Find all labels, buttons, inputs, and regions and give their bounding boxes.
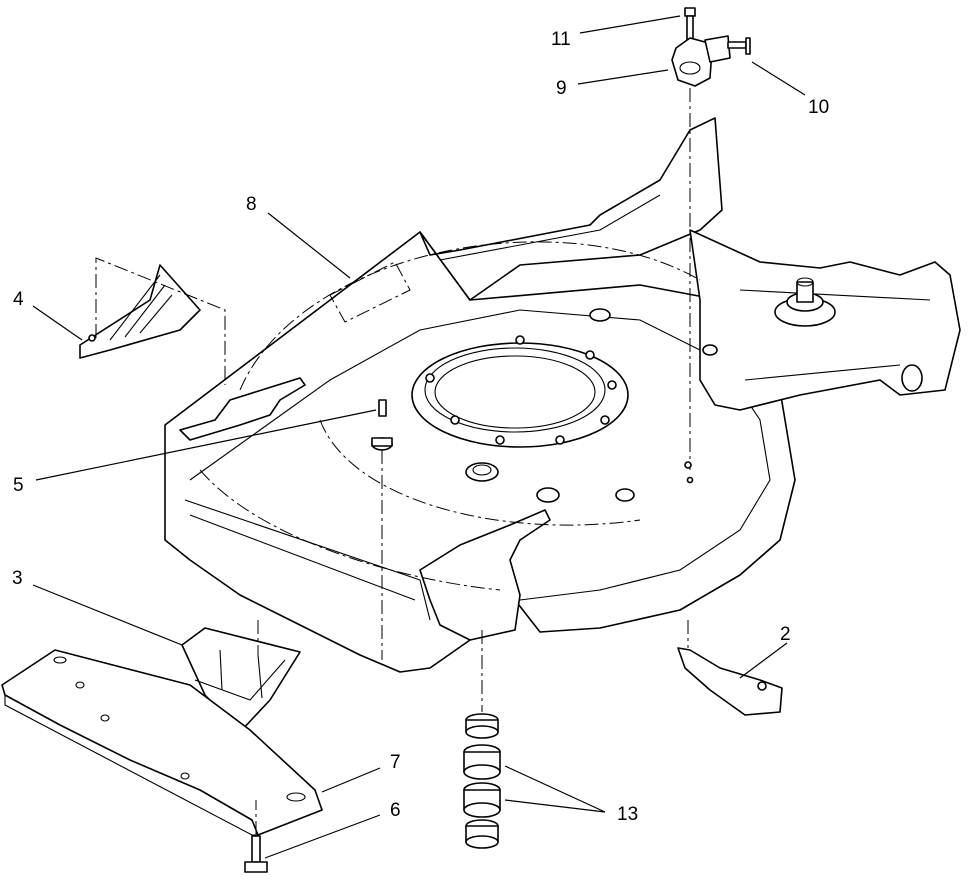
callout-8: 8	[246, 194, 257, 215]
leader-2	[739, 642, 788, 679]
engine-spindle	[774, 277, 836, 327]
leader-3	[32, 584, 183, 646]
callout-13: 13	[617, 804, 638, 825]
mower-deck	[164, 117, 961, 673]
callout-7: 7	[390, 752, 401, 773]
callout-5: 5	[13, 475, 24, 496]
part-3-deflector	[181, 620, 301, 733]
leader-6	[264, 814, 381, 859]
part-5-bolt-bushing	[371, 399, 393, 660]
leader-13a	[504, 765, 606, 813]
leader-11	[579, 15, 681, 34]
parts-9-10-11-washout-fitting	[671, 7, 751, 484]
leader-5	[35, 409, 377, 481]
leader-13b	[504, 799, 606, 813]
callout-6: 6	[390, 800, 401, 821]
part-2-front-flap	[677, 620, 783, 716]
callout-9: 9	[556, 78, 567, 99]
callout-3: 3	[12, 568, 23, 589]
callout-2: 2	[780, 624, 791, 645]
callout-11: 11	[551, 29, 571, 50]
leader-8	[267, 212, 351, 279]
leader-lines	[32, 15, 806, 859]
callout-10: 10	[808, 97, 829, 118]
part-13-bushings	[463, 630, 501, 849]
part-7-baffle-plate	[1, 649, 323, 836]
part-6-bolt	[244, 800, 268, 873]
leader-4	[32, 305, 83, 341]
part-4-rear-flap	[79, 257, 226, 385]
leader-9	[577, 69, 669, 85]
callout-4: 4	[13, 289, 24, 310]
leader-7	[321, 767, 381, 793]
leader-10	[751, 61, 806, 96]
callout-labels: 11 9 10 8 4 5 3 2 7 6 13	[12, 29, 829, 825]
